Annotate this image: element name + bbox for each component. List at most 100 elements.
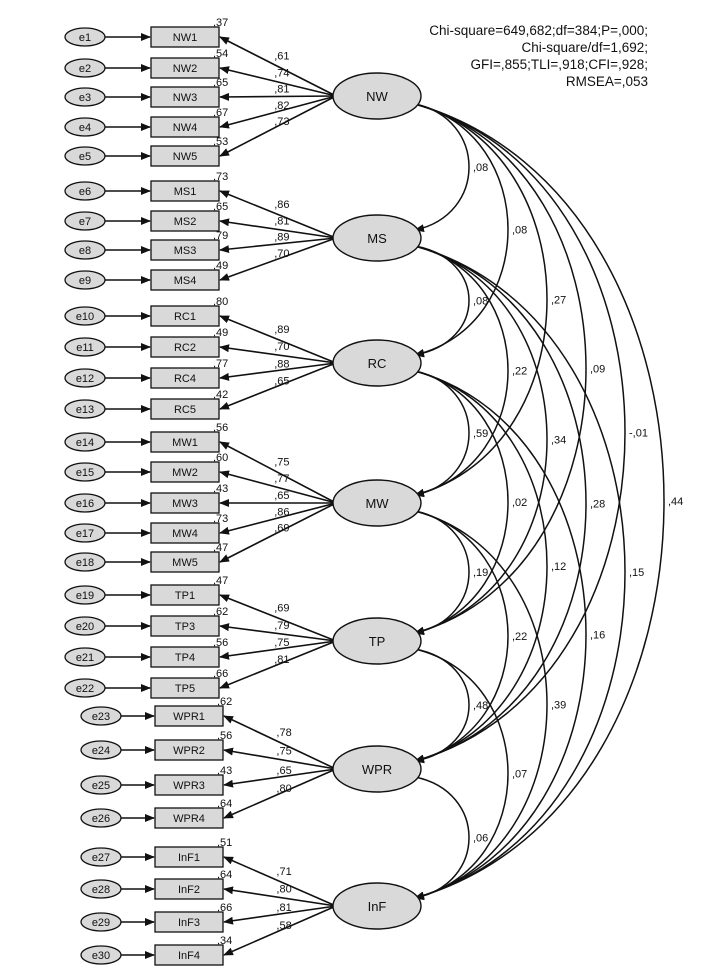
loading-value: ,65 [274, 490, 289, 502]
loading-value: ,89 [274, 232, 289, 244]
error-term-label: e13 [76, 404, 94, 416]
indicator-box [154, 739, 224, 761]
indicator-label: RC4 [174, 373, 196, 385]
loading-path [219, 237, 337, 281]
covariance-value: ,02 [512, 497, 527, 509]
smc-value: ,64 [217, 869, 232, 881]
covariance-value: ,12 [551, 561, 566, 573]
loading-path [223, 768, 337, 819]
loading-path [223, 886, 337, 907]
error-term-label: e22 [76, 683, 94, 695]
indicator-label: MW4 [172, 528, 198, 540]
smc-value: ,54 [213, 48, 228, 60]
loading-path [219, 237, 337, 254]
indicator-label: MW3 [172, 498, 198, 510]
loading-value: ,75 [274, 456, 289, 468]
latent-ellipse [332, 882, 422, 930]
error-term [64, 87, 106, 107]
error-term-label: e28 [92, 884, 110, 896]
covariance-arc [405, 239, 548, 635]
smc-value: ,47 [213, 542, 228, 554]
error-term-label: e20 [76, 621, 94, 633]
indicator-label: RC2 [174, 342, 196, 354]
error-term [64, 585, 106, 605]
indicator-label: TP1 [175, 590, 195, 602]
error-term-label: e6 [79, 186, 91, 198]
error-term-label: e1 [79, 32, 91, 44]
loading-value: ,70 [274, 341, 289, 353]
error-term-label: e17 [76, 528, 94, 540]
latent-ellipse [332, 617, 422, 665]
covariance-value: ,08 [473, 296, 488, 308]
latent-label: RC [368, 356, 387, 371]
latent-ellipse [332, 745, 422, 793]
error-term [80, 775, 122, 795]
error-term-label: e21 [76, 652, 94, 664]
indicator-label: NW3 [173, 92, 197, 104]
error-term-label: e30 [92, 950, 110, 962]
error-term-label: e29 [92, 917, 110, 929]
error-term-label: e12 [76, 373, 94, 385]
error-term [64, 117, 106, 137]
smc-value: ,65 [213, 201, 228, 213]
indicator-label: InF1 [178, 852, 200, 864]
loading-value: ,81 [274, 216, 289, 228]
covariance-value: ,59 [473, 428, 488, 440]
indicator-box [150, 145, 220, 167]
smc-value: ,62 [217, 696, 232, 708]
error-term-label: e2 [79, 63, 91, 75]
loading-path [219, 362, 337, 381]
indicator-box [150, 646, 220, 668]
error-term [64, 306, 106, 326]
indicator-label: MW2 [172, 467, 198, 479]
latent-label: NW [366, 89, 388, 104]
indicator-label: MW5 [172, 557, 198, 569]
loading-path [219, 640, 337, 660]
indicator-box [154, 911, 224, 933]
error-term [64, 399, 106, 419]
indicator-box [150, 116, 220, 138]
error-term-label: e14 [76, 437, 94, 449]
covariance-value: ,48 [473, 700, 488, 712]
smc-value: ,67 [213, 107, 228, 119]
loading-path [219, 594, 337, 642]
error-term [64, 523, 106, 543]
covariance-value: ,22 [512, 366, 527, 378]
error-term-label: e8 [79, 245, 91, 257]
indicator-box [150, 57, 220, 79]
error-term [64, 678, 106, 698]
loading-value: ,69 [274, 522, 289, 534]
latent-label: InF [368, 899, 387, 914]
smc-value: ,42 [213, 389, 228, 401]
indicator-label: MS3 [174, 245, 197, 257]
indicator-label: WPR3 [173, 780, 205, 792]
error-term [64, 368, 106, 388]
indicator-label: TP4 [175, 652, 195, 664]
loading-path [223, 905, 337, 956]
indicator-box [154, 878, 224, 900]
covariance-arc [405, 364, 548, 763]
error-term-label: e7 [79, 216, 91, 228]
latent-label: MW [365, 496, 389, 511]
indicator-box [150, 26, 220, 48]
error-term-label: e5 [79, 151, 91, 163]
model-fit-summary: Chi-square=649,682;df=384;P=,000; Chi-sq… [330, 22, 648, 90]
smc-value: ,51 [217, 837, 232, 849]
covariance-arc [405, 239, 626, 900]
loading-path [223, 856, 337, 907]
error-term [64, 552, 106, 572]
loading-path [219, 190, 337, 239]
loading-value: ,69 [274, 603, 289, 615]
indicator-box [150, 86, 220, 108]
loading-path [219, 95, 337, 129]
latent-label: MS [367, 231, 387, 246]
loading-value: ,75 [276, 746, 291, 758]
covariance-arc [405, 240, 470, 358]
indicator-label: MS4 [174, 275, 197, 287]
covariance-value: ,28 [590, 499, 605, 511]
error-term-label: e3 [79, 92, 91, 104]
smc-value: ,53 [213, 136, 228, 148]
error-term-label: e26 [92, 813, 110, 825]
loading-path [219, 95, 337, 157]
